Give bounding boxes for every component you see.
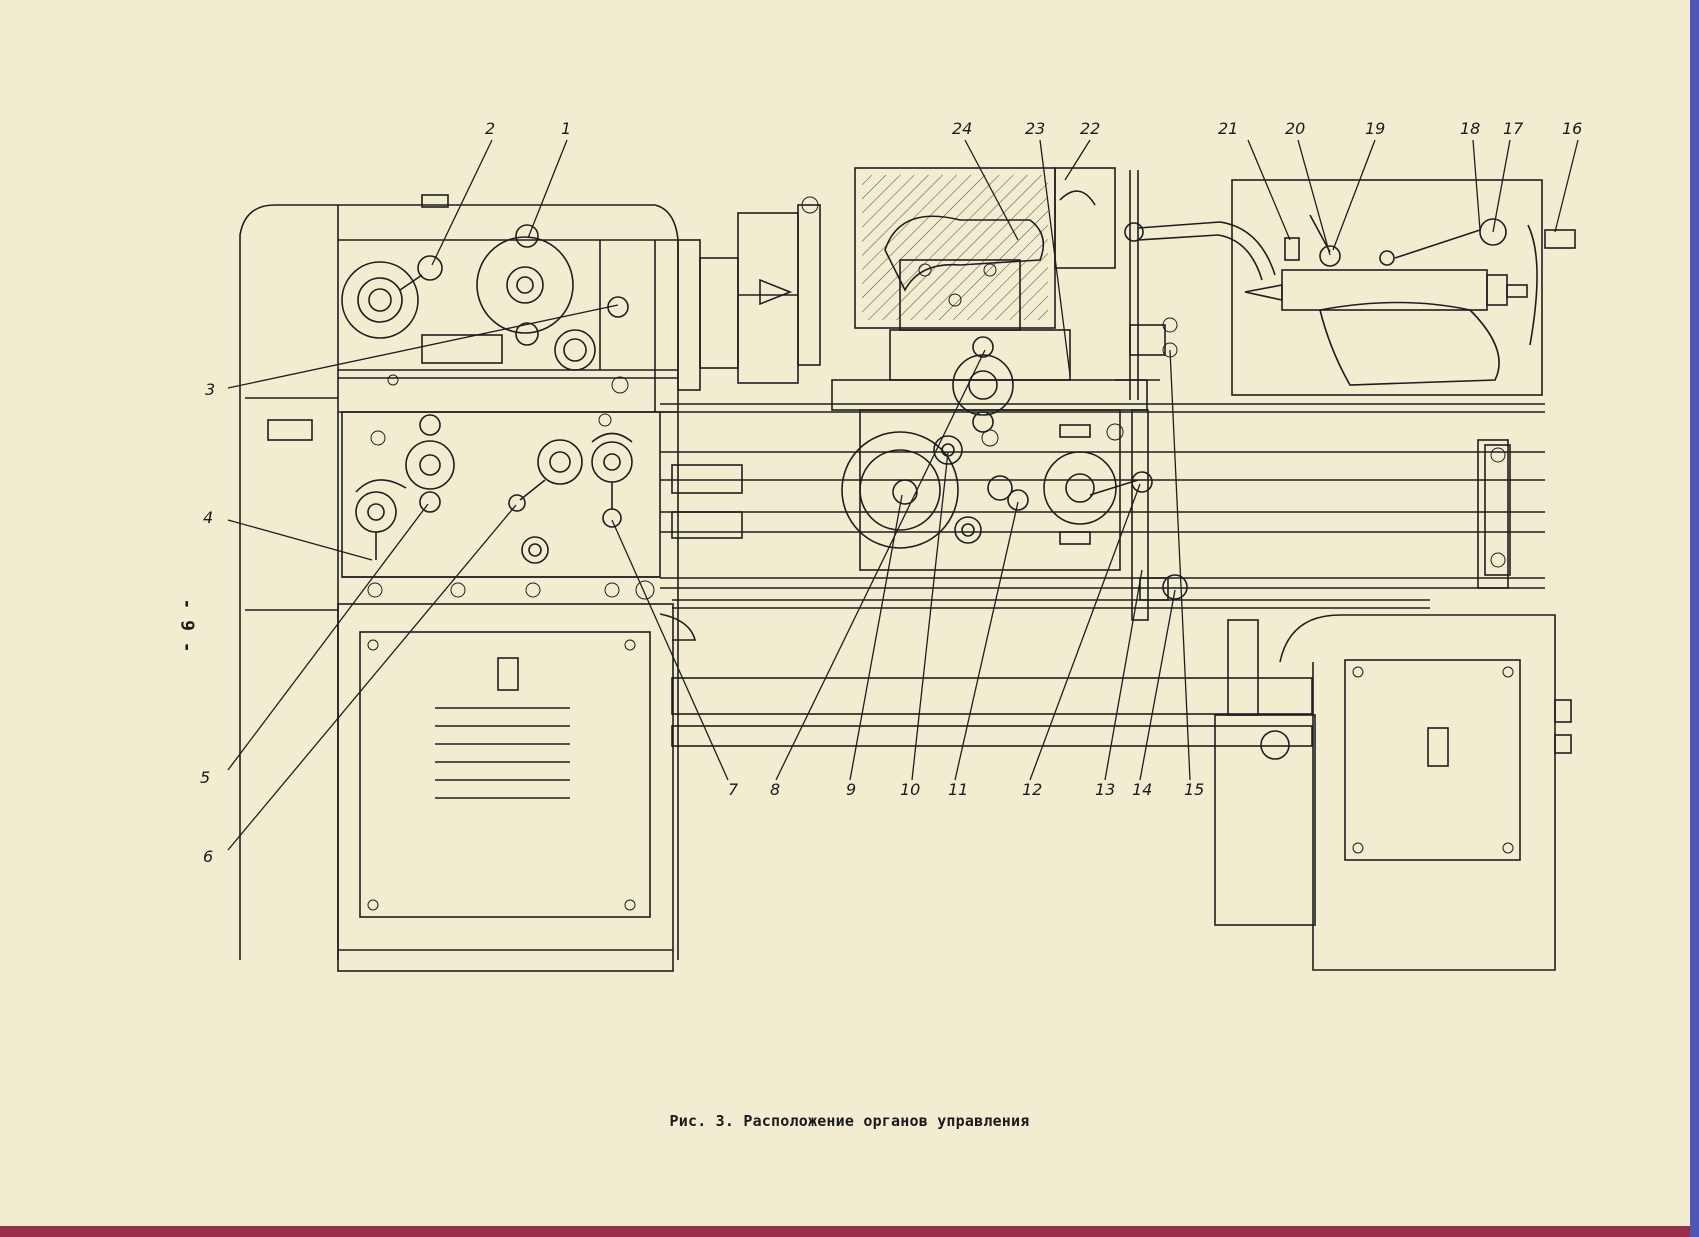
chuck (677, 196, 821, 391)
page-number: - 9 - (176, 598, 198, 653)
callout-9: 9 (846, 780, 856, 799)
callout-17: 17 (1503, 119, 1524, 138)
callout-5: 5 (200, 768, 210, 787)
callout-6: 6 (203, 847, 213, 866)
callout-16: 16 (1562, 119, 1582, 138)
callout-labels: 1 2 3 4 5 6 7 8 9 10 11 12 13 14 15 16 1… (200, 119, 1582, 866)
callout-22: 22 (1080, 119, 1100, 138)
scan-edge-bottom (0, 1226, 1699, 1237)
callout-14: 14 (1132, 780, 1152, 799)
callout-2: 2 (485, 119, 495, 138)
callout-19: 19 (1365, 119, 1385, 138)
callout-23: 23 (1025, 119, 1045, 138)
callout-24: 24 (952, 119, 972, 138)
left-pedestal (337, 603, 697, 972)
tailstock (1231, 179, 1576, 396)
bed (660, 403, 1545, 747)
callout-21: 21 (1218, 119, 1238, 138)
callout-18: 18 (1460, 119, 1480, 138)
callout-1: 1 (561, 119, 571, 138)
callout-15: 15 (1184, 780, 1204, 799)
callout-7: 7 (728, 780, 739, 799)
callout-8: 8 (770, 780, 780, 799)
callout-20: 20 (1285, 119, 1305, 138)
tool-post (854, 167, 1276, 447)
callout-13: 13 (1095, 780, 1115, 799)
right-pedestal (1214, 614, 1572, 971)
callout-11: 11 (948, 780, 968, 799)
callout-4: 4 (203, 508, 213, 527)
callout-10: 10 (900, 780, 920, 799)
feed-gearbox (341, 411, 661, 600)
callout-12: 12 (1022, 780, 1042, 799)
scan-edge-right (1690, 0, 1699, 1237)
figure-caption: Рис. 3. Расположение органов управления (669, 1112, 1030, 1130)
carriage-apron (831, 379, 1188, 621)
callout-3: 3 (205, 380, 215, 399)
leader-lines (227, 139, 1579, 851)
